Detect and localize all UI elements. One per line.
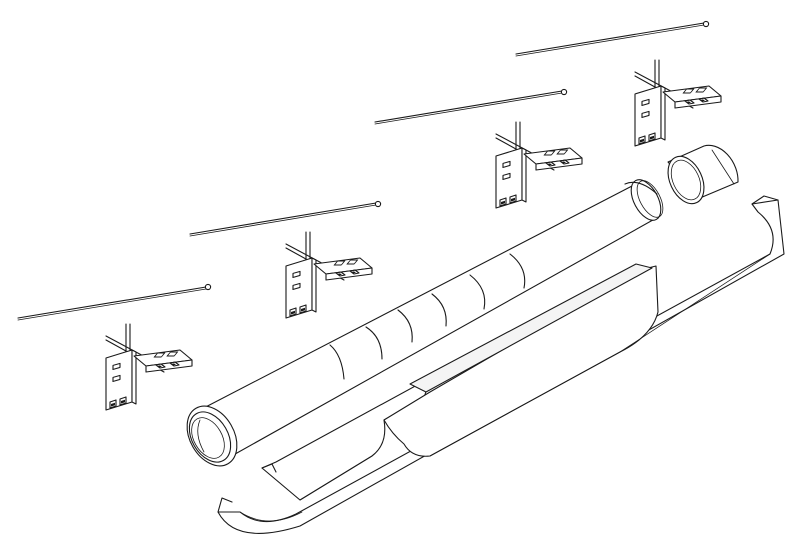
tie-rod-3 [374, 88, 568, 125]
channel-cover [217, 195, 785, 534]
tie-rod-2 [189, 200, 382, 237]
tie-rod-4 [515, 20, 710, 57]
support-clip-3 [495, 121, 583, 209]
support-clip-1 [105, 323, 193, 411]
coupling-sleeve [667, 144, 739, 205]
pipe [186, 179, 664, 467]
support-clip-2 [285, 231, 373, 319]
support-clip-4 [634, 59, 722, 147]
tie-rod-1 [17, 283, 212, 321]
